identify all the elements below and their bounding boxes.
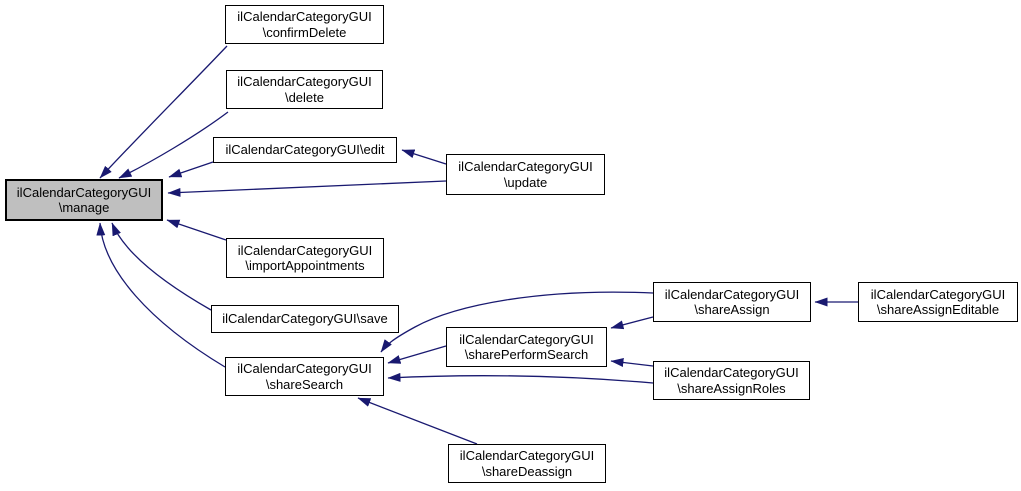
node-label: ilCalendarCategoryGUI [459,331,594,347]
node-label: ilCalendarCategoryGUI [237,74,372,89]
edge-save-to-manage [111,222,212,311]
edge-shareassign-to-sharesearch [380,291,654,353]
node-label: \shareAssignEditable [876,302,1000,317]
node-label: ilCalendarCategoryGUI [870,286,1006,302]
edge-shareassignroles-to-sharesearch [387,372,654,384]
edge-edit-to-manage [168,161,214,178]
node-label: ilCalendarCategoryGUI [237,361,372,376]
node-label: ilCalendarCategoryGUI [664,365,799,380]
node-save[interactable]: ilCalendarCategoryGUI\save [211,305,399,333]
node-label: ilCalendarCategoryGUI [237,242,373,258]
node-shareassigneditable[interactable]: ilCalendarCategoryGUI \shareAssignEditab… [858,282,1018,322]
edge-shareassign-to-shareperformsearch [610,316,654,330]
node-sharedeassign[interactable]: ilCalendarCategoryGUI \shareDeassign [448,444,606,483]
node-label: \manage [58,200,110,215]
node-label: \shareAssignRoles [677,380,786,396]
edge-sharedeassign-to-sharesearch [357,397,478,445]
edge-update-to-edit [401,149,447,165]
node-label: \confirmDelete [262,24,347,40]
node-shareassign[interactable]: ilCalendarCategoryGUI \shareAssign [653,282,811,322]
node-importappointments[interactable]: ilCalendarCategoryGUI \importAppointment… [226,238,384,278]
node-update[interactable]: ilCalendarCategoryGUI \update [446,154,605,195]
node-label: \sharePerformSearch [464,347,589,362]
edge-shareassignroles-to-shareperformsearch [610,358,654,367]
node-edit[interactable]: ilCalendarCategoryGUI\edit [213,137,397,163]
node-label: ilCalendarCategoryGUI [459,448,595,463]
edge-delete-to-manage [118,111,229,179]
node-shareassignroles[interactable]: ilCalendarCategoryGUI \shareAssignRoles [653,361,810,400]
node-sharesearch[interactable]: ilCalendarCategoryGUI \shareSearch [225,357,384,396]
node-delete[interactable]: ilCalendarCategoryGUI \delete [226,70,383,109]
node-label: \delete [284,89,325,105]
edge-shareperformsearch-to-sharesearch [387,345,447,364]
edge-update-to-manage [167,180,447,197]
node-label: ilCalendarCategoryGUI [237,9,372,24]
node-label: ilCalendarCategoryGUI\edit [225,142,385,158]
node-label: ilCalendarCategoryGUI [16,184,152,200]
edge-sharesearch-to-manage [96,222,226,368]
node-label: \shareSearch [265,376,344,392]
node-label: \importAppointments [245,258,365,273]
node-label: \shareDeassign [481,463,573,479]
node-manage-current: ilCalendarCategoryGUI \manage [5,179,163,221]
node-label: ilCalendarCategoryGUI\save [222,311,388,327]
edge-importappointments-to-manage [166,219,227,241]
node-confirmdelete[interactable]: ilCalendarCategoryGUI \confirmDelete [225,5,384,44]
node-label: ilCalendarCategoryGUI [664,286,800,302]
edge-confirmdelete-to-manage [99,45,228,179]
node-label: \update [503,174,548,190]
node-shareperformsearch[interactable]: ilCalendarCategoryGUI \sharePerformSearc… [446,327,607,367]
node-label: ilCalendarCategoryGUI [458,159,593,174]
node-label: \shareAssign [694,302,770,317]
